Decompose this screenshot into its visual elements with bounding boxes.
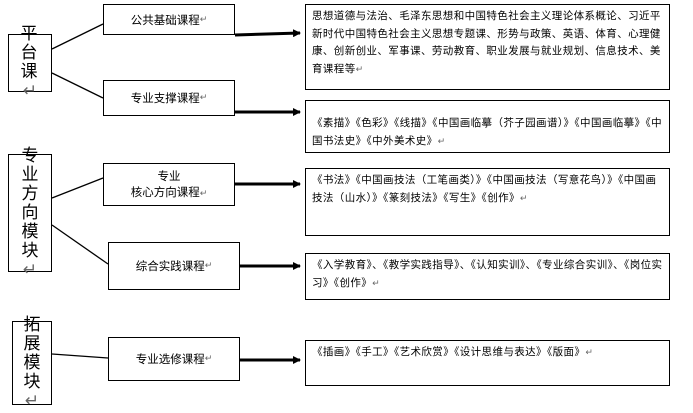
desc-public-basic-text: 思想道德与法治、毛泽东思想和中国特色社会主义理论体系概论、习近平新时代中国特色社… xyxy=(312,10,661,75)
connector-line xyxy=(51,177,104,199)
connector-line xyxy=(51,224,109,265)
group-extension: 拓展模块 ↵ xyxy=(12,315,52,410)
desc-comprehensive-practice-text: 《入学教育》、《教学实践指导》、《认知实训》、《专业综合实训》、《岗位实习》《创… xyxy=(312,259,663,289)
group-major-direction: 专业方向模块 ↵ xyxy=(8,146,52,279)
course-core-direction-label-1: 专业 xyxy=(157,168,181,183)
desc-public-basic: 思想道德与法治、毛泽东思想和中国特色社会主义理论体系概论、习近平新时代中国特色社… xyxy=(305,4,670,90)
course-core-direction: 专业 核心方向课程↵ xyxy=(103,163,235,206)
course-comprehensive-practice: 综合实践课程↵ xyxy=(108,242,240,290)
course-professional-support-label: 专业支撑课程 xyxy=(130,91,200,105)
course-elective-label: 专业选修课程 xyxy=(135,352,205,366)
desc-core-direction-text: 《书法》《中国画技法（工笔画类）》《中国画技法（写意花鸟）》《中国画技法（山水）… xyxy=(312,174,657,204)
desc-elective: 《插画》《手工》《艺术欣赏》《设计思维与表达》《版面》↵ xyxy=(305,340,670,386)
desc-comprehensive-practice: 《入学教育》、《教学实践指导》、《认知实训》、《专业综合实训》、《岗位实习》《创… xyxy=(305,253,670,300)
desc-core-direction: 《书法》《中国画技法（工笔画类）》《中国画技法（写意花鸟）》《中国画技法（山水）… xyxy=(305,168,670,236)
connector-line xyxy=(51,72,104,99)
course-public-basic-label: 公共基础课程 xyxy=(130,12,200,27)
group-major-direction-label: 专业方向模块 xyxy=(21,145,39,261)
group-platform: 平台课 ↵ xyxy=(8,25,52,101)
group-extension-label: 拓展模块 xyxy=(23,314,41,392)
course-comprehensive-practice-label: 综合实践课程 xyxy=(135,259,205,273)
course-elective: 专业选修课程↵ xyxy=(108,337,240,381)
course-public-basic: 公共基础课程↵ xyxy=(103,4,235,35)
arrow-line xyxy=(234,29,301,38)
desc-elective-text: 《插画》《手工》《艺术欣赏》《设计思维与表达》《版面》 xyxy=(312,346,586,358)
course-core-direction-label-2: 核心方向课程 xyxy=(130,184,200,199)
connector-line xyxy=(51,23,104,50)
course-professional-support: 专业支撑课程↵ xyxy=(103,80,235,116)
desc-professional-support-text: 《素描》《色彩》《线描》《中国画临摹（芥子园画谱）》《中国画临摹》《中国书法史》… xyxy=(312,117,662,147)
group-platform-label: 平台课 xyxy=(20,24,40,82)
desc-professional-support: 《素描》《色彩》《线描》《中国画临摹（芥子园画谱）》《中国画临摹》《中国书法史》… xyxy=(305,100,670,153)
connector-line xyxy=(51,353,109,359)
